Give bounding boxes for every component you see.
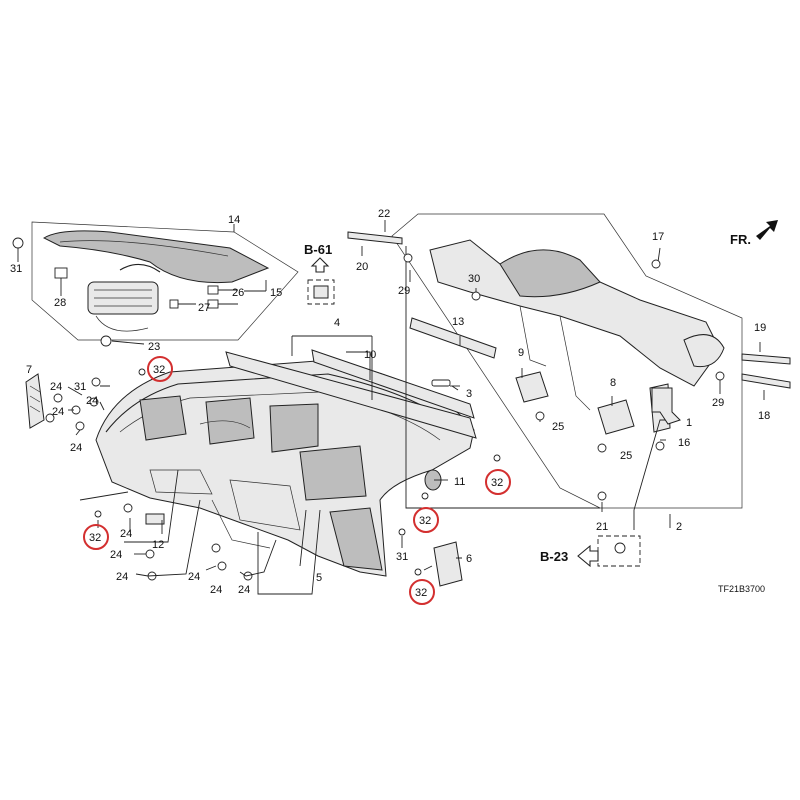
- front-label: FR.: [730, 232, 751, 247]
- callout-31c: 31: [396, 551, 408, 563]
- callout-28: 28: [54, 297, 66, 309]
- callout-7: 7: [26, 364, 32, 376]
- drawing-code: TF21B3700: [718, 584, 765, 594]
- callout-26: 26: [232, 287, 244, 299]
- callout-10: 10: [364, 349, 376, 361]
- callout-24b: 24: [52, 406, 64, 418]
- callout-25b: 25: [620, 450, 632, 462]
- callout-9: 9: [518, 347, 524, 359]
- callout-14: 14: [228, 214, 240, 226]
- callout-17: 17: [652, 231, 664, 243]
- callout-27: 27: [198, 302, 210, 314]
- callout-3: 3: [466, 388, 472, 400]
- callout-23: 23: [148, 341, 160, 353]
- b23-reference: [577, 544, 599, 568]
- svg-text:32: 32: [153, 364, 165, 376]
- callout-24d: 24: [70, 442, 82, 454]
- callout-2: 2: [676, 521, 682, 533]
- svg-text:32: 32: [419, 515, 431, 527]
- callout-24i: 24: [210, 584, 222, 596]
- callout-32-d: 32: [485, 469, 511, 495]
- svg-text:32: 32: [415, 587, 427, 599]
- callout-16: 16: [678, 437, 690, 449]
- callout-1: 1: [686, 417, 692, 429]
- callout-8: 8: [610, 377, 616, 389]
- instrument-panel: [25, 349, 477, 587]
- callout-24c: 24: [86, 395, 98, 407]
- callout-4: 4: [334, 317, 340, 329]
- callout-11: 11: [454, 476, 465, 488]
- callout-29a: 29: [398, 285, 410, 297]
- callout-30: 30: [468, 273, 480, 285]
- callout-24a: 24: [50, 381, 62, 393]
- b61-label: B-61: [304, 242, 332, 257]
- callout-24f: 24: [110, 549, 122, 561]
- callout-19: 19: [754, 322, 766, 334]
- callout-32-e: 32: [409, 579, 435, 605]
- callout-6: 6: [466, 553, 472, 565]
- callout-32-b: 32: [83, 524, 109, 550]
- upper-panel-group: [12, 221, 299, 347]
- callout-12: 12: [152, 539, 164, 551]
- callout-25a: 25: [552, 421, 564, 433]
- callout-15: 15: [270, 287, 282, 299]
- callout-31a: 31: [10, 263, 22, 275]
- panel-fasteners: [45, 368, 501, 581]
- callout-24g: 24: [116, 571, 128, 583]
- callout-29b: 29: [712, 397, 724, 409]
- callout-24h: 24: [188, 571, 200, 583]
- b61-reference: [307, 257, 335, 305]
- front-arrow: [756, 220, 778, 240]
- callout-24e: 24: [120, 528, 132, 540]
- svg-text:32: 32: [491, 477, 503, 489]
- hanger-beam-group: [347, 213, 791, 567]
- callout-32-a: 32: [147, 356, 173, 382]
- callout-18: 18: [758, 410, 770, 422]
- callout-20: 20: [356, 261, 368, 273]
- callout-31b: 31: [74, 381, 86, 393]
- callout-5: 5: [316, 572, 322, 584]
- rail-leaders: [257, 335, 373, 595]
- callout-22: 22: [378, 208, 390, 220]
- svg-text:32: 32: [89, 532, 101, 544]
- callout-13: 13: [452, 316, 464, 328]
- highlighted-callouts: 32 32 32 32 32: [83, 356, 511, 605]
- callout-32-c: 32: [413, 507, 439, 533]
- callout-labels: 1 2 3 4 5 6 7 8 9 10 11 12 13 14 15 16 1…: [10, 208, 770, 596]
- callout-24j: 24: [238, 584, 250, 596]
- callout-21: 21: [596, 521, 608, 533]
- b23-label: B-23: [540, 549, 568, 564]
